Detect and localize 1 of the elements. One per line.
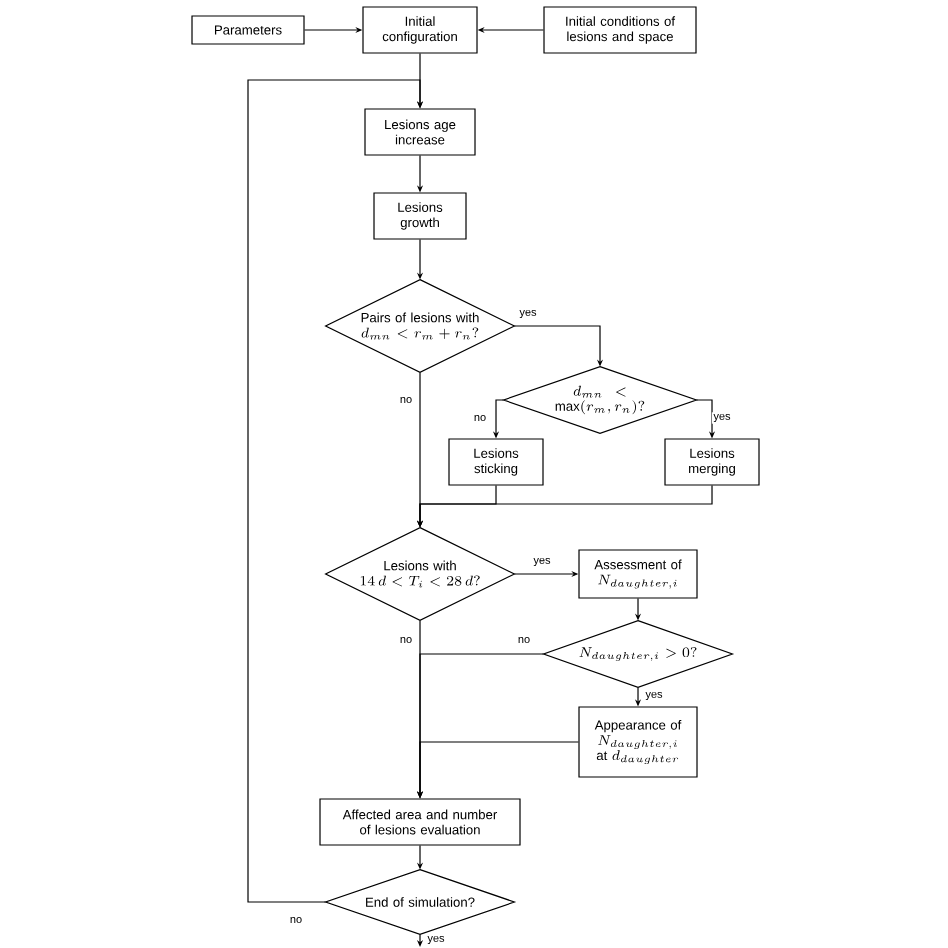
- arrow: [247, 79, 424, 903]
